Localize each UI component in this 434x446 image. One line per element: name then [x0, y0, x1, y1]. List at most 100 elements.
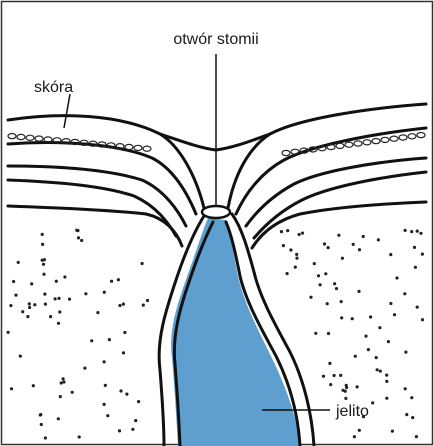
tissue-dot [298, 233, 301, 236]
tissue-dot [405, 413, 408, 416]
tissue-dot [84, 292, 87, 295]
tissue-dot [142, 304, 145, 307]
tissue-dot [17, 261, 20, 264]
tissue-dot [44, 436, 47, 439]
tissue-dot [103, 403, 106, 406]
tissue-dot [358, 248, 361, 251]
tissue-dot [323, 242, 326, 245]
tissue-dot [96, 311, 99, 314]
tissue-dot [387, 340, 390, 343]
tissue-dot [345, 384, 348, 387]
skin-bead [408, 134, 416, 139]
tissue-dot [118, 429, 121, 432]
tissue-dot [141, 262, 144, 265]
tissue-dot [403, 292, 406, 295]
tissue-dot [419, 232, 422, 235]
tissue-dot [341, 257, 344, 260]
tissue-dot [32, 384, 35, 387]
skin-bead [381, 137, 389, 142]
tissue-dot [344, 390, 347, 393]
tissue-dot [33, 303, 36, 306]
tissue-dot [280, 230, 283, 233]
tissue-dot [410, 396, 413, 399]
tissue-dot [337, 234, 340, 237]
tissue-dot [416, 306, 419, 309]
tissue-dot [376, 368, 379, 371]
tissue-dot [335, 287, 338, 290]
skin-bead [26, 135, 34, 140]
tissue-dot [26, 315, 29, 318]
tissue-dot [362, 235, 365, 238]
tissue-dot [41, 259, 44, 262]
tissue-dot [71, 391, 74, 394]
tissue-dot [9, 304, 12, 307]
skin-bead [125, 144, 133, 149]
tissue-dot [21, 310, 24, 313]
skin-bead [354, 141, 362, 146]
tissue-dot [295, 253, 298, 256]
tissue-dot [301, 232, 304, 235]
tissue-dot [393, 313, 396, 316]
tissue-dot [385, 397, 388, 400]
skin-bead [372, 139, 380, 144]
tissue-dot [319, 283, 322, 286]
skin-bead [134, 145, 142, 150]
tissue-dot [391, 430, 394, 433]
tissue-dot [354, 355, 357, 358]
label-bowel: jelito [335, 403, 369, 420]
tissue-dot [295, 257, 298, 260]
tissue-dot [43, 293, 46, 296]
tissue-dot [378, 326, 381, 329]
skin-bead [417, 133, 425, 138]
tissue-dot [286, 229, 289, 232]
tissue-dot [40, 423, 43, 426]
tissue-left-stipple [7, 229, 150, 440]
tissue-dot [28, 302, 31, 305]
tissue-dot [12, 280, 15, 283]
tissue-dot [351, 317, 354, 320]
tissue-dot [104, 384, 107, 387]
tissue-dot [134, 419, 137, 422]
tissue-dot [118, 304, 121, 307]
tissue-dot [328, 362, 331, 365]
tissue-dot [389, 302, 392, 305]
tissue-dot [377, 238, 380, 241]
tissue-dot [314, 332, 317, 335]
skin-bead [8, 134, 16, 139]
tissue-dot [122, 351, 125, 354]
tissue-dot [404, 387, 407, 390]
tissue-dot [352, 243, 355, 246]
tissue-dot [371, 401, 374, 404]
tissue-dot [326, 302, 329, 305]
tissue-dot [329, 383, 332, 386]
tissue-dot [340, 316, 343, 319]
tissue-dot [333, 374, 336, 377]
skin-bead [399, 135, 407, 140]
tissue-dot [39, 413, 42, 416]
skin-bead [363, 140, 371, 145]
skin-layers-left [8, 116, 204, 246]
label-stoma-opening: otwór stomii [173, 31, 258, 48]
tissue-dot [324, 272, 327, 275]
tissue-dot [367, 348, 370, 351]
tissue-dot [59, 395, 62, 398]
tissue-dot [146, 299, 149, 302]
tissue-dot [57, 297, 60, 300]
tissue-dot [125, 393, 128, 396]
tissue-dot [364, 335, 367, 338]
tissue-dot [344, 397, 347, 400]
tissue-dot [54, 297, 57, 300]
tissue-dot [333, 282, 336, 285]
tissue-dot [340, 300, 343, 303]
tissue-dot [63, 275, 66, 278]
tissue-dot [123, 331, 126, 334]
tissue-dot [389, 253, 392, 256]
tissue-dot [80, 239, 83, 242]
tissue-dot [103, 360, 106, 363]
tissue-dot [122, 303, 125, 306]
tissue-dot [19, 355, 22, 358]
tissue-dot [60, 381, 63, 384]
tissue-dot [411, 416, 414, 419]
tissue-dot [421, 253, 424, 256]
